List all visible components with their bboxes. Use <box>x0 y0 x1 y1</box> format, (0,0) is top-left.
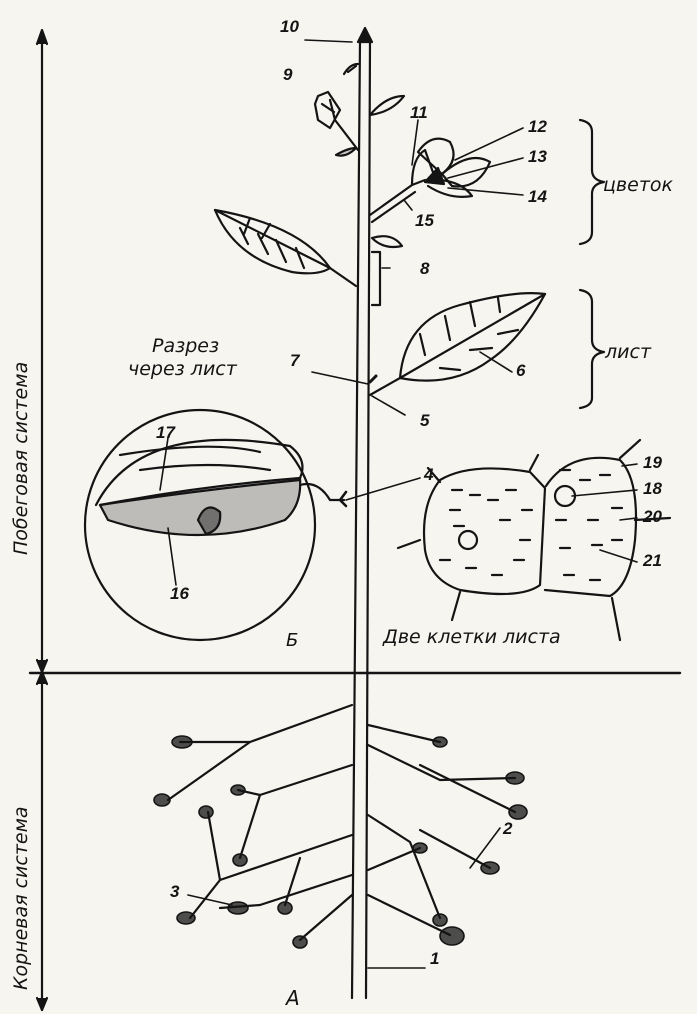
bract <box>372 236 402 247</box>
label-11: 11 <box>410 104 428 121</box>
label-13: 13 <box>528 148 547 165</box>
label-10: 10 <box>280 18 299 35</box>
upper-leaf <box>215 210 356 286</box>
roots <box>154 705 527 948</box>
root-system-label: Корневая система <box>12 806 31 990</box>
leaf-cells <box>398 440 670 640</box>
label-9: 9 <box>283 66 292 83</box>
label-6: 6 <box>516 362 525 379</box>
label-5: 5 <box>420 412 429 429</box>
label-1: 1 <box>430 950 439 967</box>
shoot-system-label: Побеговая система <box>12 362 31 555</box>
label-3: 3 <box>170 883 179 900</box>
leaf-section <box>85 410 344 640</box>
leaf-label: лист <box>605 343 651 362</box>
brackets <box>372 120 604 408</box>
label-21: 21 <box>643 552 662 569</box>
label-20: 20 <box>643 508 662 525</box>
two-cells-label: Две клетки листа <box>383 628 561 647</box>
label-19: 19 <box>643 454 662 471</box>
leaf-section-title-2: через лист <box>128 360 237 379</box>
figure-letter-a: A <box>286 988 300 1008</box>
label-16: 16 <box>170 585 189 602</box>
label-8: 8 <box>420 260 429 277</box>
label-4: 4 <box>424 466 433 483</box>
label-7: 7 <box>290 352 299 369</box>
label-12: 12 <box>528 118 547 135</box>
flower-label: цветок <box>603 176 673 195</box>
label-15: 15 <box>415 212 434 229</box>
system-axis <box>37 30 47 1010</box>
label-17: 17 <box>156 424 175 441</box>
figure-letter-b: Б <box>286 632 298 650</box>
label-14: 14 <box>528 188 547 205</box>
leaf-section-title-1: Разрез <box>152 337 219 356</box>
stem <box>352 28 372 998</box>
label-18: 18 <box>643 480 662 497</box>
label-2: 2 <box>503 820 512 837</box>
